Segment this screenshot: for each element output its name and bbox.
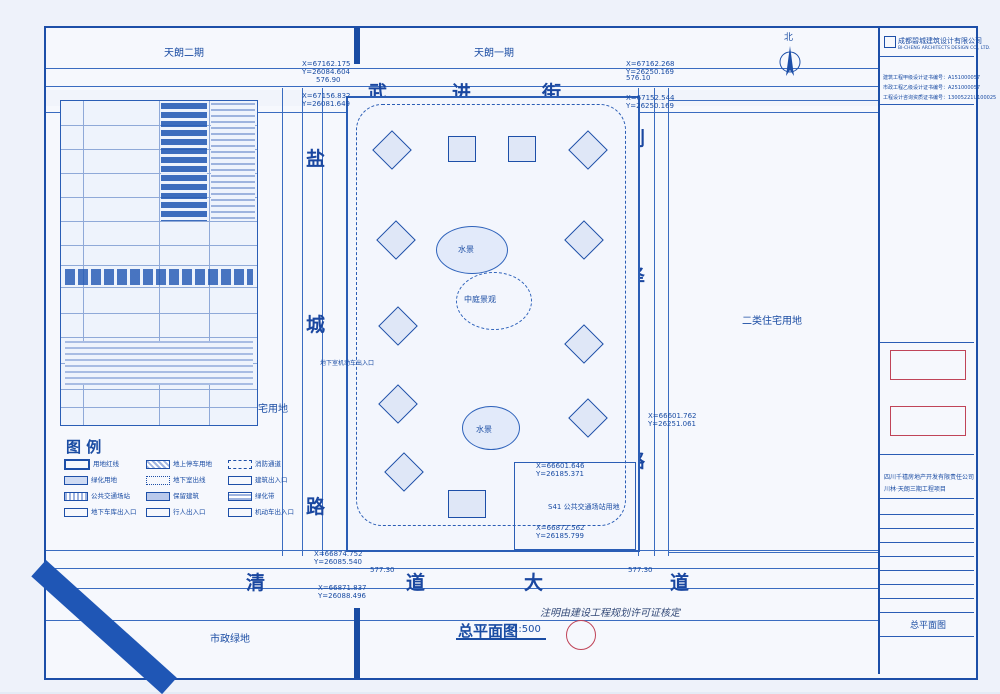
legend-item: 消防通道 [228,458,310,472]
coordinate-label: X=66874.752 Y=26085.540 [314,550,363,566]
cert-line-3: 工程设计咨询资质证书编号：13005221U100025 [883,95,997,101]
legend-item: 地下车库出入口 [64,506,146,520]
water-feature [436,226,508,274]
project-name: 川林·天朗三期工程项目 [884,486,946,493]
water-label-2: 水景 [476,425,492,434]
client-name: 四川千禧房地产开发有限责任公司 [884,474,975,481]
elevation-label: 577.30 [370,566,395,574]
water-feature [462,406,520,450]
drawing-title: 总平面图 [458,622,519,640]
road-name-qingdao-1: 清 [246,572,266,594]
legend-item: 地下室出线 [146,474,228,488]
legend-item: 地上停车用地 [146,458,228,472]
entrance-label: 地下室机动车出入口 [320,360,375,367]
elevation-label: 576.90 [316,76,341,84]
legend-item: 保留建筑 [146,490,228,504]
elevation-label: 577.30 [628,566,653,574]
building [448,490,486,518]
technical-indicators-table [60,100,258,426]
company-name-en: BI-CHENG ARCHITECTS DESIGN CO., LTD. [898,46,991,51]
company-name: 成都碧城建筑设计有限公司 [898,37,982,45]
land-use-right: 二类住宅用地 [742,316,802,327]
coordinate-label: X=66871.837 Y=26088.496 [318,584,367,600]
bus-station-parcel [514,462,636,550]
approval-stamp [890,350,966,380]
north-label: 北 [784,33,794,43]
legend-title: 图 例 [66,438,102,456]
water-label-1: 水景 [458,245,474,254]
legend-item: 绿化带 [228,490,310,504]
circular-seal [566,620,596,650]
drawing-scale: 1:500 [512,624,541,635]
building [508,136,536,162]
coordinate-label: X=67152.544 Y=26250.169 [626,94,675,110]
building [448,136,476,162]
legend-item: 机动车出入口 [228,506,310,520]
legend: 图 例 用地红线 地上停车用地 消防通道 绿化用地 地下室出线 建筑出入口 公共… [60,436,306,528]
coordinate-label: X=66872.562 Y=26185.799 [536,524,585,540]
site-inner-path [356,104,626,526]
title-block: 成都碧城建筑设计有限公司 BI-CHENG ARCHITECTS DESIGN … [878,28,996,674]
road-name-qingdao-2: 道 [406,572,426,594]
legend-item: 绿化用地 [64,474,146,488]
area-label-tianlang-2: 天朗二期 [164,48,204,59]
road-name-yancheng-1: 盐 [306,148,326,170]
coordinate-label: X=66601.762 Y=26251.061 [648,412,697,428]
north-arrow-icon [779,46,801,76]
company-logo-icon [884,36,896,48]
road-name-yancheng-3: 路 [306,496,326,518]
bus-station-label: S41 公共交通场站用地 [548,503,620,511]
handwritten-note: 注明由建设工程规划许可证核定 [540,608,680,619]
area-label-tianlang-1: 天朗一期 [474,48,514,59]
legend-item: 公共交通场站 [64,490,146,504]
coordinate-label: X=66601.646 Y=26185.371 [536,462,585,478]
land-use-left: 二类住宅用地 [228,404,288,415]
coordinate-label: X=67156.832 Y=26081.649 [302,92,351,108]
titleblock-drawing-name: 总平面图 [910,621,947,631]
cert-line-2: 市政工程乙级设计证书编号：A251000057 [883,85,981,91]
land-use-municipal-green: 市政绿地 [210,634,250,645]
elevation-label: 576.10 [626,74,651,82]
coordinate-label: X=67162.268 Y=26250.169 [626,60,675,76]
review-stamp [890,406,966,436]
legend-item: 建筑出入口 [228,474,310,488]
cert-line-1: 建筑工程甲级设计证书编号：A151000057 [883,75,981,81]
legend-item: 行人出入口 [146,506,228,520]
coordinate-label: X=67162.175 Y=26084.604 [302,60,351,76]
legend-item: 用地红线 [64,458,146,472]
title-underline [456,638,546,640]
road-name-yancheng-2: 城 [306,314,326,336]
courtyard-outline [456,272,532,330]
road-name-qingdao-4: 道 [670,572,690,594]
road-name-qingdao-3: 大 [524,572,544,594]
courtyard-label: 中庭景观 [464,295,496,304]
